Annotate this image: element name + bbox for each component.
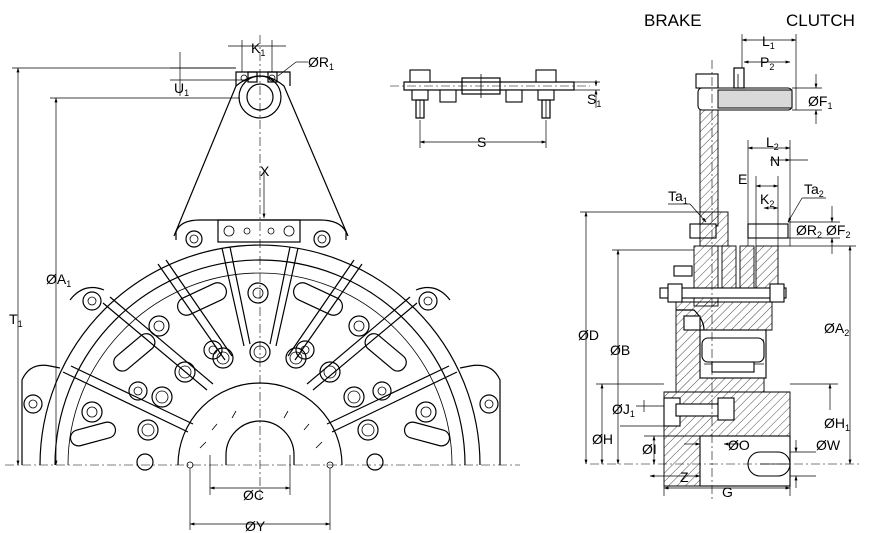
label-Ta1: Ta1 [668,188,688,206]
label-E: E [738,171,747,187]
label-P2: P2 [760,54,774,72]
label-B: ØB [610,342,630,358]
label-Z: Z [680,469,689,485]
label-A1: ØA1 [46,271,71,289]
label-T1: T1 [9,311,23,329]
label-X: X [260,163,270,179]
label-H: ØH [592,431,613,447]
label-K2: K2 [760,191,774,209]
label-Y: ØY [245,518,266,533]
label-K1: K1 [251,40,265,58]
label-W: ØW [816,437,841,453]
label-R2: ØR2 [796,222,822,240]
section-view [580,34,860,500]
label-O: ØO [728,437,750,453]
label-L1: L1 [762,33,775,51]
front-view [5,35,520,530]
label-R1: ØR1 [308,54,334,72]
label-F1: ØF1 [808,93,832,111]
label-U1: U1 [174,80,189,98]
label-L2: L2 [766,134,779,152]
top-view [390,69,600,148]
label-D: ØD [578,327,599,343]
label-J1: ØJ1 [612,401,635,419]
label-S: S [477,134,486,150]
radial-ribs [62,246,458,433]
label-G: G [722,484,733,500]
header-clutch: CLUTCH [786,11,855,30]
label-F2: ØF2 [826,222,850,240]
label-N: N [770,153,780,169]
label-Ta2: Ta2 [804,181,824,199]
header-brake: BRAKE [644,11,702,30]
label-A2: ØA2 [824,320,849,338]
label-S1: S1 [587,91,601,109]
bolt-holes [81,282,437,471]
label-C: ØC [243,487,264,503]
label-H1: ØH1 [824,415,850,433]
label-I: ØI [642,441,657,457]
